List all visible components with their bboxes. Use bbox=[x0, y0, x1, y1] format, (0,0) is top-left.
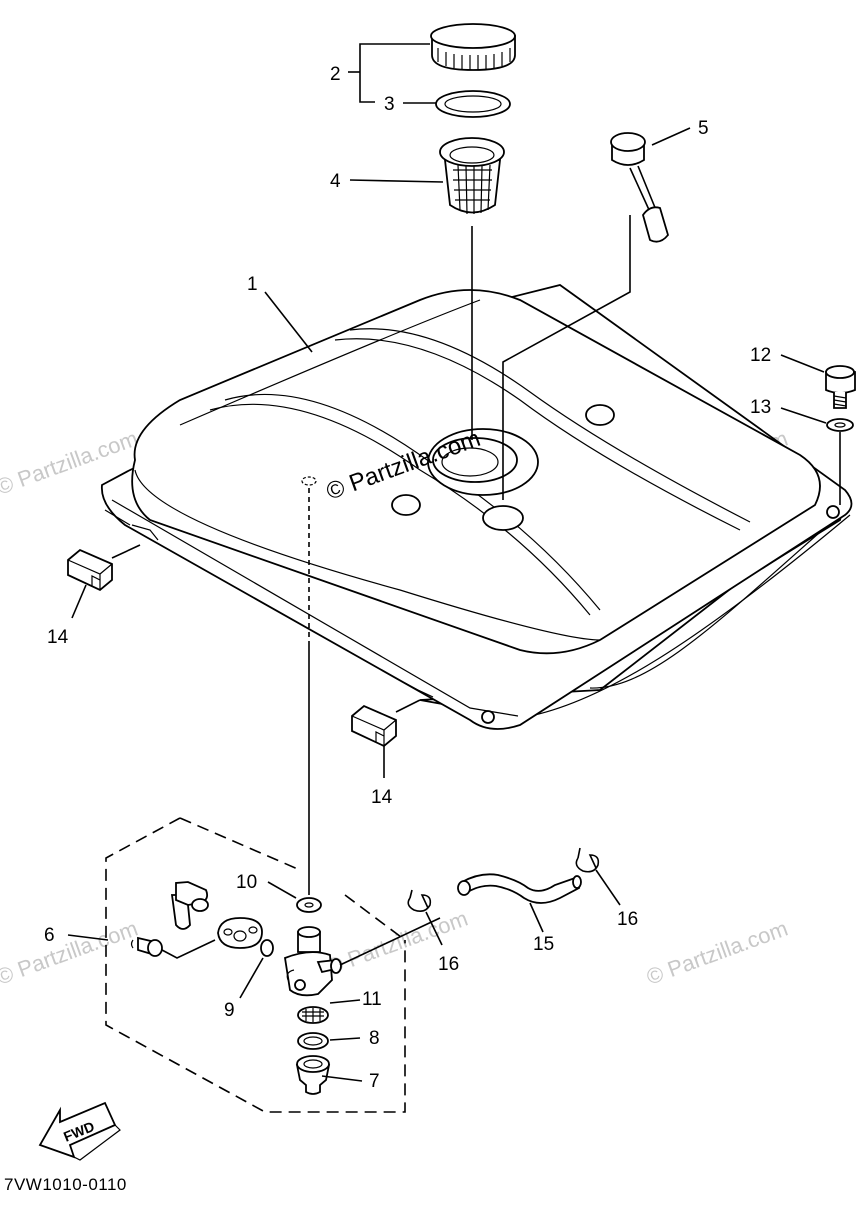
tank-clip-left bbox=[67, 548, 113, 592]
callout-12: 12 bbox=[750, 345, 771, 366]
callout-14-left: 14 bbox=[47, 627, 69, 648]
fuel-tank bbox=[101, 284, 853, 730]
leader-lines bbox=[67, 43, 841, 1082]
cock-washer bbox=[296, 897, 322, 913]
callout-13: 13 bbox=[750, 397, 771, 418]
callout-16-left: 16 bbox=[438, 954, 459, 975]
watermark-bottom-right: © Partzilla.com bbox=[643, 916, 791, 990]
cap-gasket bbox=[435, 90, 511, 118]
callout-1: 1 bbox=[247, 274, 258, 295]
washer bbox=[826, 418, 854, 432]
fuel-cock-screw bbox=[130, 936, 163, 957]
callout-16-right: 16 bbox=[617, 909, 638, 930]
fuel-cock-plate bbox=[217, 917, 263, 949]
hose-clip-right bbox=[575, 847, 600, 873]
diagram-code: 7VW1010-0110 bbox=[4, 1175, 127, 1194]
hose-clip-left bbox=[407, 889, 432, 912]
fuel-gauge bbox=[610, 132, 669, 243]
fwd-arrow: FWD bbox=[38, 1101, 121, 1161]
callout-11: 11 bbox=[362, 989, 382, 1010]
fuel-cap bbox=[430, 23, 516, 71]
callout-3: 3 bbox=[384, 94, 395, 115]
fuel-strainer bbox=[439, 137, 505, 215]
fuel-cock-lever bbox=[170, 881, 209, 930]
callout-7: 7 bbox=[369, 1071, 380, 1092]
callout-5: 5 bbox=[698, 118, 709, 139]
callout-numbers: 1 2 3 4 5 6 7 8 9 10 11 12 13 14 14 15 1… bbox=[44, 64, 771, 1092]
cup-gasket bbox=[297, 1032, 329, 1050]
callout-2: 2 bbox=[330, 64, 341, 85]
callout-10: 10 bbox=[236, 872, 257, 893]
fuel-cock-body bbox=[284, 926, 342, 997]
fuel-cup bbox=[295, 1055, 331, 1095]
o-ring bbox=[260, 939, 274, 957]
bolt bbox=[825, 365, 856, 409]
callout-15: 15 bbox=[533, 934, 554, 955]
watermark-bottom-left: © Partzilla.com bbox=[0, 916, 141, 990]
callout-14-right: 14 bbox=[371, 787, 393, 808]
tank-clip-right bbox=[351, 704, 397, 748]
callout-9: 9 bbox=[224, 1000, 235, 1021]
fuel-hose bbox=[457, 873, 582, 904]
callout-4: 4 bbox=[330, 171, 341, 192]
callout-8: 8 bbox=[369, 1028, 380, 1049]
cock-filter bbox=[297, 1006, 329, 1024]
callout-6: 6 bbox=[44, 925, 55, 946]
